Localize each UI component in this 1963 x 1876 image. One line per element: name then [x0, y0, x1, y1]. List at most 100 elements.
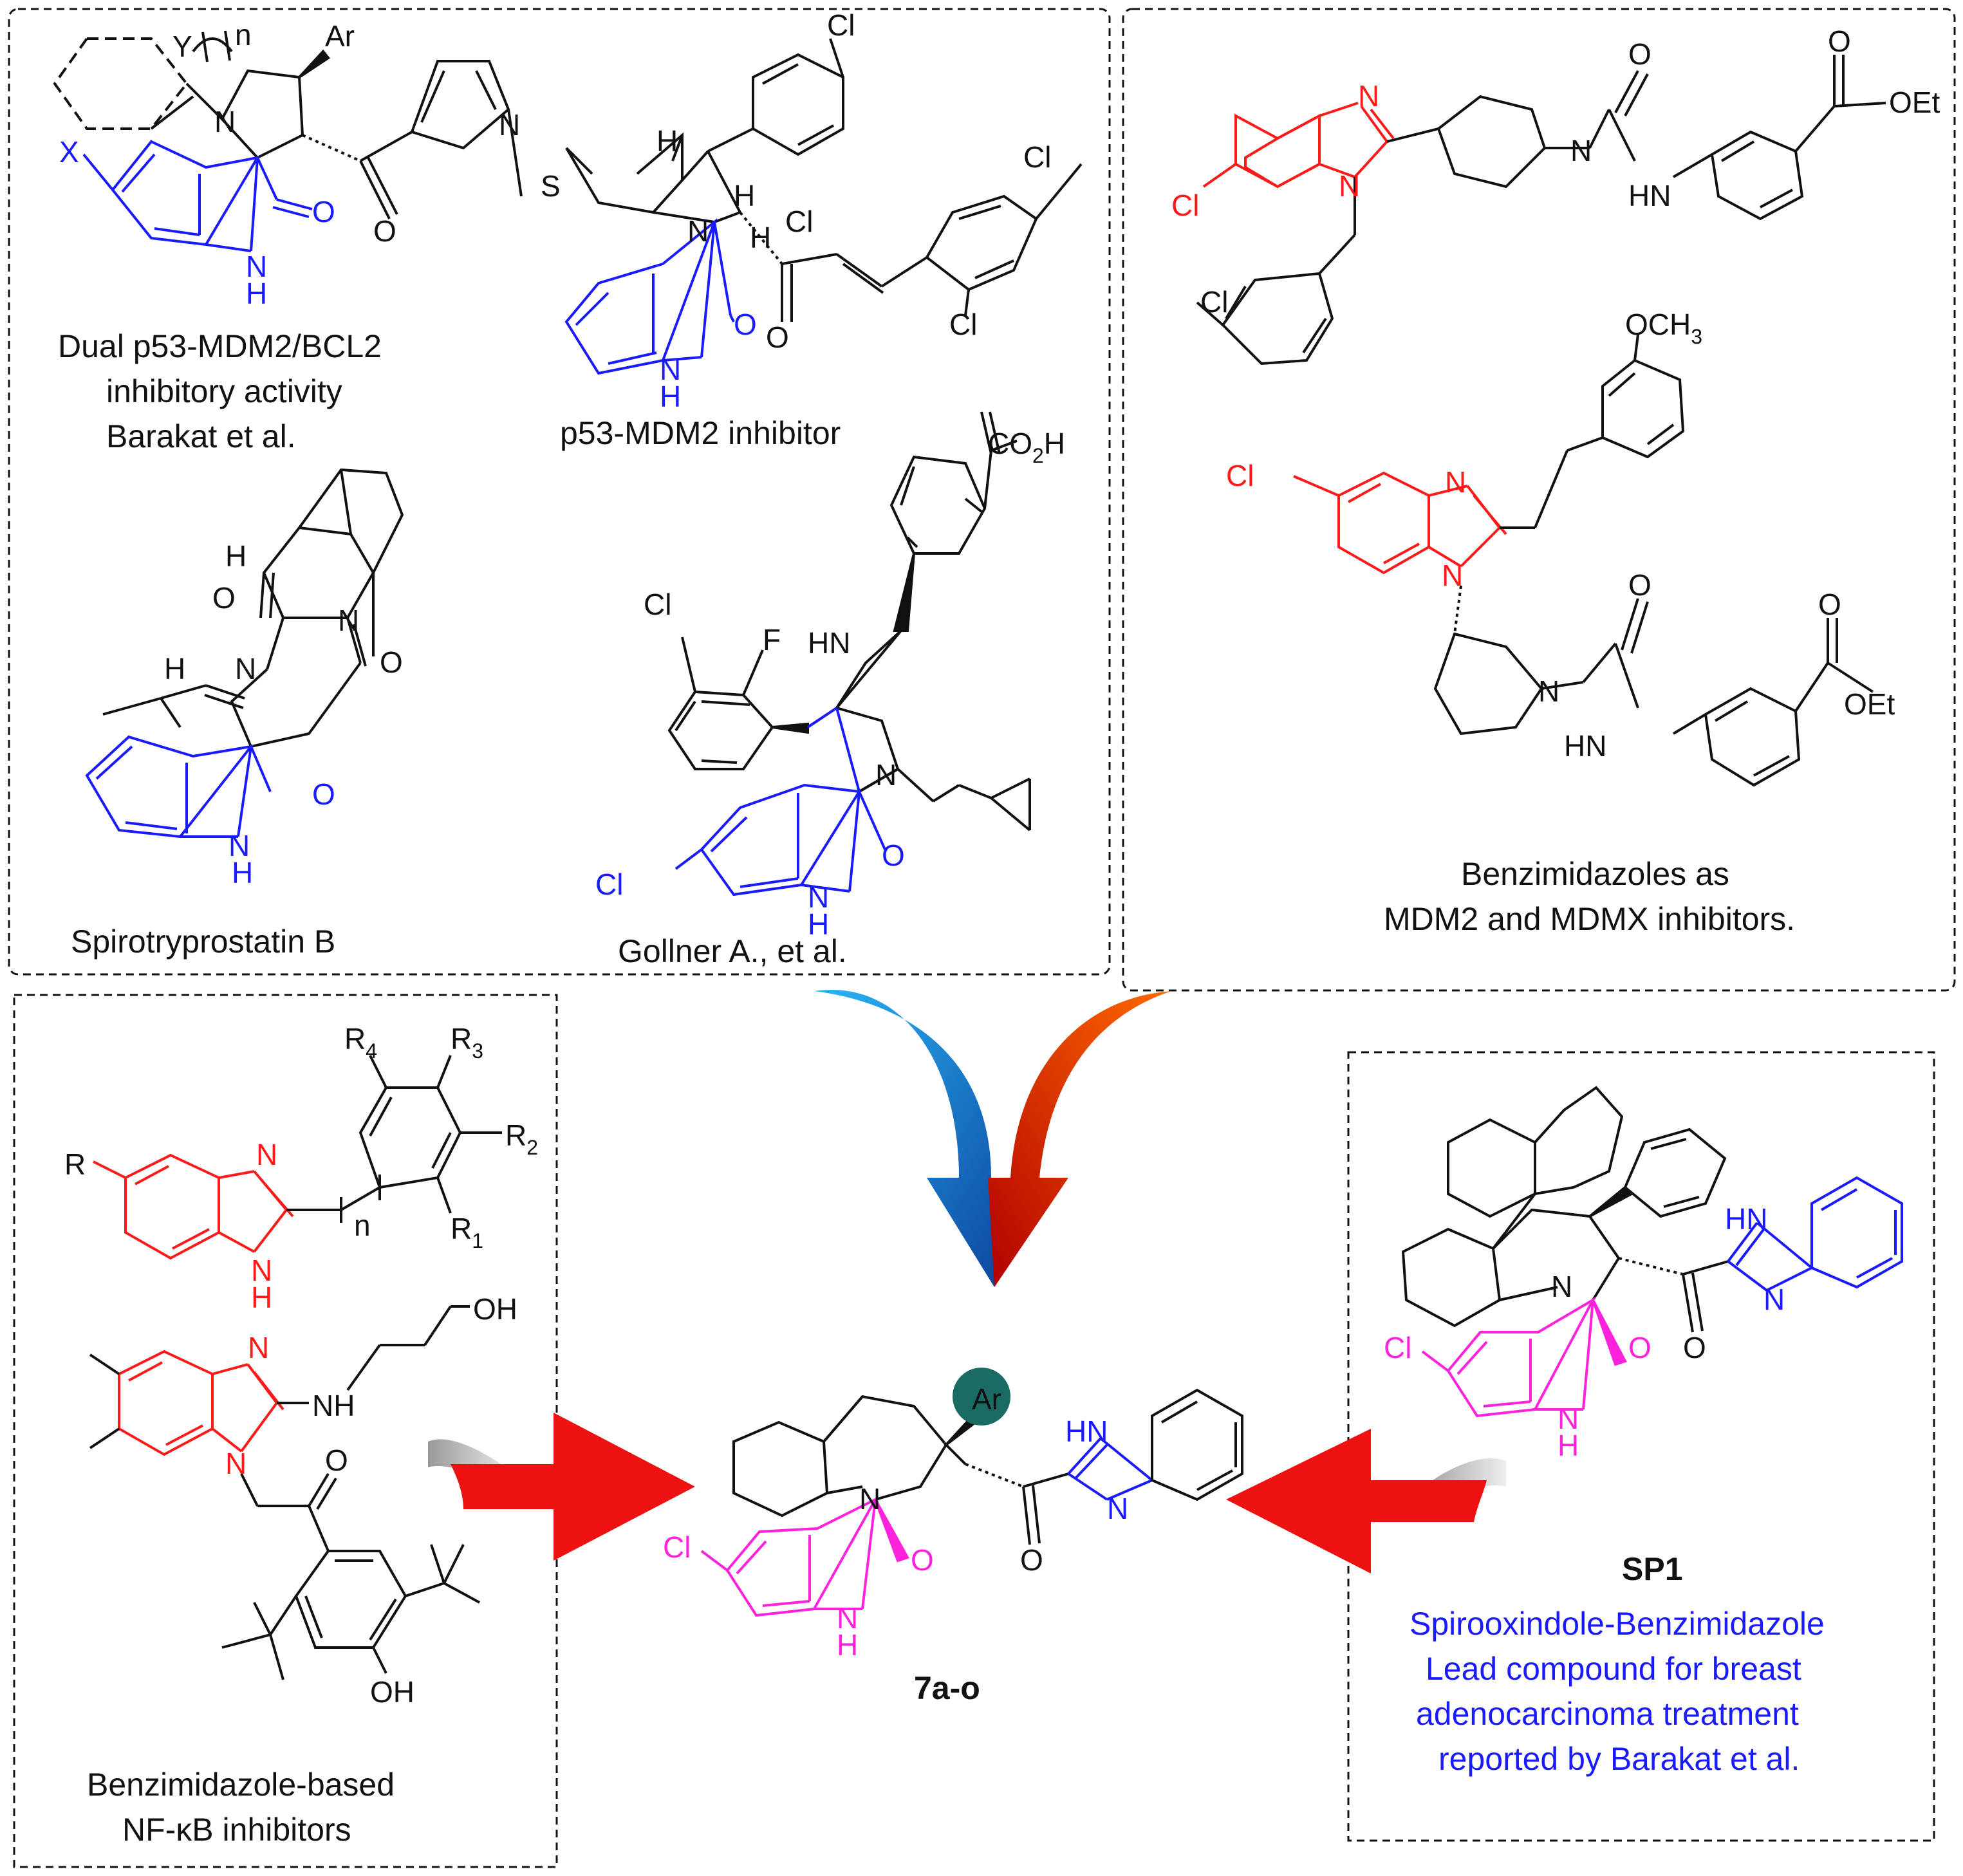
atom-N-target: N [859, 1482, 880, 1516]
structure-gollner [667, 411, 1031, 896]
atom-X: X [59, 135, 79, 169]
atom-H-spiro-2: H [164, 652, 185, 685]
atom-N-sp1-2: N [1763, 1283, 1785, 1316]
dashed-ring [53, 37, 189, 130]
caption-spirotryprostatin: Spirotryprostatin B [71, 924, 335, 960]
caption-benz-mdm-1: Benzimidazoles as [1461, 856, 1729, 892]
caption-p53-mdm2: p53-MDM2 inhibitor [560, 415, 841, 451]
atom-NH-spiro-H: H [232, 856, 253, 889]
atom-N-nfkb-2: N [251, 1254, 272, 1287]
structure-target-7a-o [700, 1388, 1243, 1617]
atom-NH-spiro: N [228, 829, 250, 862]
atom-O-mdm2bot-1: O [1628, 568, 1651, 602]
atom-N-mdm2bot-2: N [1442, 559, 1463, 592]
atom-F-gollner: F [763, 623, 781, 656]
atom-HN-target: HN [1065, 1415, 1108, 1448]
atom-N-spiro-2: N [235, 652, 256, 685]
atom-HN-gollner: HN [808, 626, 850, 660]
atom-N-nfkb2-2: N [225, 1447, 247, 1480]
atom-OEt-mdm2bot: OEt [1844, 687, 1895, 721]
atom-N: N [214, 105, 236, 138]
atom-O2: O [373, 214, 396, 248]
atom-CO2H: CO2H [988, 427, 1065, 467]
label-7a-o: 7a-o [914, 1670, 980, 1706]
structure-benzimidazole-mdm2-bottom [1293, 334, 1874, 787]
caption-nfkb-2: NF-κB inhibitors [122, 1812, 351, 1848]
atom-HN-mdm2bot: HN [1564, 729, 1606, 763]
atom-N-mdm2bot-3: N [1538, 674, 1559, 708]
atom-R2: R2 [505, 1119, 538, 1159]
atom-Cl-mdm2top-1: Cl [1171, 189, 1199, 222]
atom-O-mdm2bot-2: O [1818, 588, 1841, 621]
panel-top-right [1122, 8, 1956, 992]
atom-Cl-target: Cl [663, 1530, 691, 1564]
atom-O: O [312, 195, 335, 228]
left-red-arrow [428, 1413, 695, 1561]
atom-n: n [235, 18, 252, 51]
structure-sp1 [1401, 1086, 1903, 1418]
caption-benz-mdm-2: MDM2 and MDMX inhibitors. [1384, 901, 1795, 937]
atom-H-b: H [734, 179, 755, 212]
caption-sp1-2: Lead compound for breast [1426, 1651, 1801, 1687]
caption-sp1-4: reported by Barakat et al. [1438, 1741, 1800, 1777]
ar-substituent-dot [953, 1368, 1010, 1426]
caption-gollner: Gollner A., et al. [618, 933, 847, 969]
atom-H-c: H [750, 221, 771, 254]
atom-NH: N [246, 250, 267, 283]
atom-Ar: Ar [325, 19, 355, 53]
atom-N2: N [499, 108, 520, 142]
atom-N-nfkb-2-H: H [251, 1281, 272, 1314]
atom-N-p53: N [687, 214, 709, 248]
structure-benzimidazole-mdm2-top [1196, 55, 1886, 366]
atom-H: H [246, 277, 267, 310]
atom-Cl-a: Cl [827, 8, 855, 42]
atom-OEt-mdm2top: OEt [1889, 86, 1940, 119]
structure-nfkb-inhibitor [89, 1305, 480, 1680]
atom-H-a: H [656, 124, 678, 158]
atom-R4: R4 [344, 1022, 377, 1063]
atom-Cl-d: Cl [949, 308, 977, 341]
atom-Cl-b: Cl [785, 205, 813, 238]
atom-O-spiro-3: O [312, 777, 335, 811]
atom-Y: Y [172, 30, 192, 63]
structure-p53-mdm2-inhibitor [564, 38, 1083, 375]
structure-spirotryprostatin-b [85, 468, 404, 839]
atom-N-nfkb-1: N [256, 1138, 277, 1171]
atom-N-gollner: N [875, 758, 897, 792]
atom-R: R [64, 1147, 86, 1181]
atom-NH-gollner-H: H [808, 907, 829, 941]
right-red-arrow [1226, 1429, 1506, 1574]
atom-N-mdm2top-3: N [1570, 134, 1592, 167]
atom-NH-sp1-H: H [1558, 1429, 1579, 1462]
atom-Ar-target: Ar [972, 1382, 1001, 1416]
atom-Cl-mdm2bot-1: Cl [1226, 459, 1254, 492]
panel-bottom-left [13, 994, 558, 1868]
atom-R1: R1 [451, 1212, 483, 1252]
atom-OH-nfkb2-2: OH [370, 1675, 414, 1709]
atom-O-mdm2top-1: O [1628, 37, 1651, 71]
atom-S: S [541, 169, 561, 203]
atom-OH-nfkb2: OH [473, 1292, 517, 1326]
atom-N-mdm2bot-1: N [1445, 465, 1466, 499]
atom-N-spiro-1: N [338, 604, 359, 637]
atom-N-mdm2top-2: N [1339, 169, 1360, 203]
atom-H-spiro-1: H [225, 539, 247, 573]
atom-R3: R3 [451, 1022, 483, 1063]
atom-NH-target: N [837, 1601, 858, 1635]
atom-O-spiro-1: O [212, 581, 236, 615]
caption-nfkb-1: Benzimidazole-based [87, 1767, 395, 1803]
atom-Cl-c: Cl [1023, 140, 1051, 174]
atom-O-gollner: O [882, 839, 905, 872]
atom-O-spiro-2: O [380, 645, 403, 679]
atom-Cl-mdm2top-2: Cl [1200, 285, 1228, 319]
atom-O-sp1-1: O [1683, 1331, 1706, 1364]
red-curved-arrow [988, 991, 1171, 1287]
atom-NH-p53: N [660, 353, 681, 386]
atom-HN-sp1: HN [1725, 1202, 1767, 1236]
atom-NH-sp1: N [1558, 1402, 1579, 1435]
atom-N-nfkb2-1: N [248, 1331, 269, 1364]
atom-Cl-gollner-1: Cl [644, 588, 671, 621]
atom-N-sp1: N [1551, 1270, 1572, 1303]
atom-O-mdm2top-2: O [1828, 24, 1851, 58]
